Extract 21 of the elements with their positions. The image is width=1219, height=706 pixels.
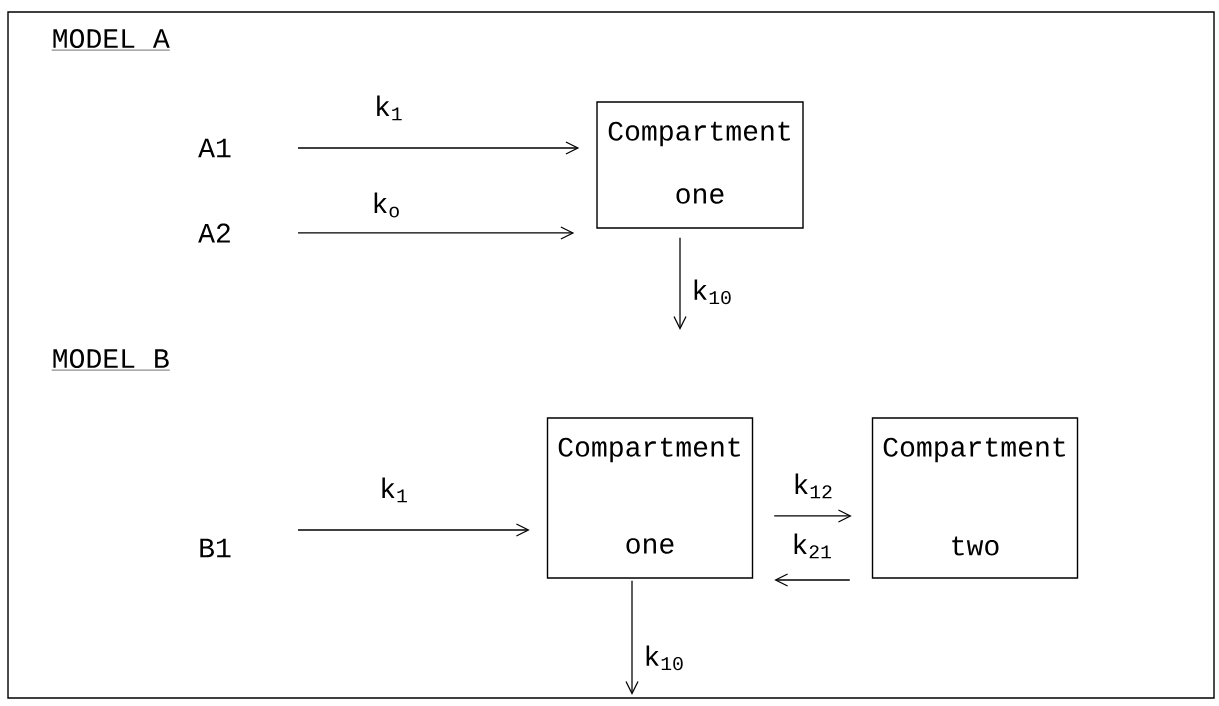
rate-constant-label: k$_{1}$	[372, 94, 405, 122]
rate-constant-label: k$_{1}$	[377, 476, 410, 504]
rate-constant-label: k$_{10}$	[642, 643, 686, 672]
compartment-box: Compartment two	[871, 417, 1079, 579]
arrow	[774, 573, 851, 587]
model-heading: MODEL A	[51, 29, 171, 51]
arrow	[297, 523, 530, 537]
node-label: A2	[198, 223, 230, 243]
arrow	[673, 237, 687, 330]
rate-constant-label: k$_{12}$	[791, 472, 835, 500]
node-label: B1	[200, 538, 231, 558]
arrow	[297, 226, 575, 240]
rate-constant-label: k$_{o}$	[370, 191, 403, 219]
arrow	[773, 509, 852, 523]
rate-constant-label: k$_{10}$	[690, 277, 734, 306]
model-heading: MODEL B	[51, 349, 171, 371]
node-label: A1	[198, 138, 231, 158]
rate-constant-label: k$_{21}$	[790, 532, 834, 560]
arrow	[297, 141, 580, 155]
compartment-box: Compartment one	[596, 101, 804, 229]
arrow	[625, 580, 639, 695]
